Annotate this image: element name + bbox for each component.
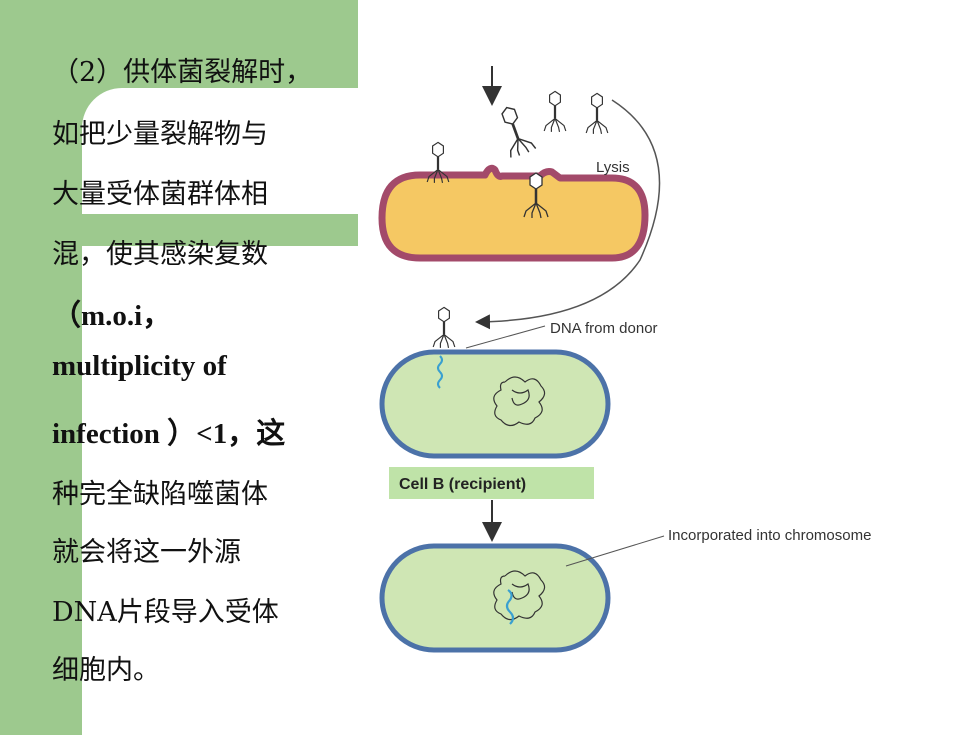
cell-b-label: Cell B (recipient) [399, 476, 526, 493]
incorporated-label: Incorporated into chromosome [668, 527, 871, 544]
text-line-6: multiplicity of [52, 350, 227, 382]
phage-icon [543, 90, 567, 134]
phage-icon [432, 306, 456, 350]
text-line-5: （m.o.i， [52, 300, 172, 332]
text-line-10: DNA片段导入受体 [52, 597, 279, 628]
text-line-9: 就会将这一外源 [52, 537, 241, 568]
lysis-label: Lysis [596, 159, 630, 176]
text-line-1: （2）供体菌裂解时， [52, 57, 313, 88]
lysis-arrow [475, 99, 661, 330]
text-line-11: 细胞内。 [52, 655, 160, 686]
text-line-8: 种完全缺陷噬菌体 [52, 479, 268, 510]
text-line-3: 大量受体菌群体相 [52, 179, 268, 210]
cell-b-label-box [389, 467, 594, 499]
chromosome-integrated [493, 570, 546, 621]
text-line-7: infection ）<1，这 [52, 418, 286, 450]
decor-green-strip [0, 0, 82, 735]
injected-dna [437, 355, 443, 389]
phage-icon [492, 101, 538, 160]
decor-white-panel [82, 88, 358, 214]
dna-from-donor-label: DNA from donor [550, 320, 658, 337]
chromosome [493, 376, 546, 427]
incorporated-pointer [565, 535, 665, 567]
text-line-2: 如把少量裂解物与 [52, 119, 268, 150]
integrated-dna [505, 589, 515, 625]
phage-icon [585, 92, 609, 136]
donor-cell [378, 164, 649, 262]
text-line-4: 混，使其感染复数 [52, 239, 268, 270]
donor-dna-pointer [465, 325, 546, 349]
text-panel: （2）供体菌裂解时， 如把少量裂解物与 大量受体菌群体相 混，使其感染复数 （m… [0, 0, 360, 735]
